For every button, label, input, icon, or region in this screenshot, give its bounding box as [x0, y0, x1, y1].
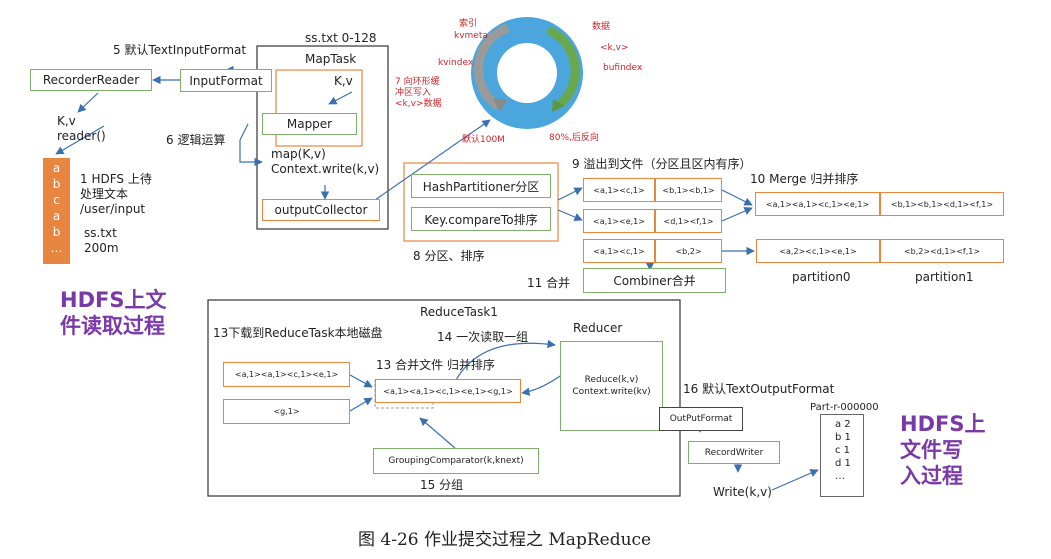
ring-index-label: 索引 — [459, 19, 478, 29]
logic-step-label: 6 逻辑运算 — [166, 133, 226, 147]
reducetask-frame — [207, 299, 681, 497]
step11-label: 11 合并 — [527, 276, 571, 290]
hdfs-column-cell: … — [50, 241, 63, 255]
maptask-label: MapTask — [305, 52, 357, 66]
partition0-label: partition0 — [792, 270, 851, 284]
spill-3a: <a,1><c,1> — [583, 239, 655, 263]
kv-reader-label: K,v reader() — [57, 114, 106, 143]
step15-label: 15 分组 — [420, 478, 464, 492]
step8-label: 8 分区、排序 — [413, 249, 485, 263]
file-info-label: ss.txt 200m — [84, 226, 119, 255]
merged-final-b: <b,2><d,1><f,1> — [880, 239, 1004, 263]
merged-final-a: <a,2><c,1><e,1> — [756, 239, 880, 263]
reverse80-label: 80%,后反向 — [549, 133, 599, 143]
reducer-box: Reduce(k,v) Context.write(kv) — [560, 341, 663, 431]
hdfs-column-cell: a — [52, 161, 61, 175]
hdfs-column-cell: a — [52, 209, 61, 223]
spill-1a: <a,1><c,1> — [583, 178, 655, 202]
merge-b: <b,1><b,1><d,1><f,1> — [880, 192, 1004, 216]
step5-label: 5 默认TextInputFormat — [113, 43, 247, 57]
recorder-reader-box: RecorderReader — [30, 69, 152, 91]
figure-caption: 图 4-26 作业提交过程之 MapReduce — [358, 530, 652, 550]
ring-kv-label: <k,v> — [600, 43, 629, 53]
hdfs-column-cell: c — [53, 193, 60, 207]
part-file-content: a 2 b 1 c 1 d 1 … — [820, 414, 864, 497]
step1-label: 1 HDFS 上待 处理文本 /user/input — [80, 172, 152, 216]
map-call-label: map(K,v) Context.write(k,v) — [271, 147, 380, 176]
hdfs-read-title: HDFS上文 件读取过程 — [60, 288, 167, 338]
step9-label: 9 溢出到文件（分区且区内有序） — [572, 157, 752, 171]
ring-kvmeta-label: kvmeta — [454, 31, 488, 41]
reduce-input-2: <g,1> — [223, 399, 350, 424]
spill-1b: <b,1><b,1> — [655, 178, 722, 202]
grouping-comparator-box: GroupingComparator(k,knext) — [373, 448, 539, 474]
mapper-box: Mapper — [262, 113, 357, 135]
ring-kvindex-label: kvindex — [438, 58, 474, 68]
reducetask-label: ReduceTask1 — [420, 305, 498, 319]
combiner-box: Combiner合并 — [583, 268, 726, 293]
hash-partitioner-box: HashPartitioner分区 — [411, 174, 551, 198]
maptask-inner-frame — [275, 69, 363, 147]
spill-2b: <d,1><f,1> — [655, 209, 722, 233]
partition1-label: partition1 — [915, 270, 974, 284]
ring-bufindex-label: bufindex — [603, 63, 643, 73]
reduce-merged: <a,1><a,1><c,1><e,1><g,1> — [375, 379, 521, 403]
reduce-input-1: <a,1><a,1><c,1><e,1> — [223, 362, 350, 387]
ring-buffer — [471, 17, 583, 129]
kv-label: K,v — [334, 74, 353, 88]
step13-merge-label: 13 合并文件 归并排序 — [376, 358, 495, 372]
step16-label: 16 默认TextOutputFormat — [683, 382, 835, 396]
hdfs-column-cell: b — [52, 177, 61, 191]
spill-3b: <b,2> — [655, 239, 722, 263]
output-format-box: OutPutFormat — [659, 407, 743, 431]
ring-data-label: 数据 — [592, 22, 611, 32]
key-compare-box: Key.compareTo排序 — [411, 207, 551, 231]
spill-2a: <a,1><e,1> — [583, 209, 655, 233]
step13-download-label: 13下载到ReduceTask本地磁盘 — [213, 326, 383, 340]
step10-label: 10 Merge 归并排序 — [750, 172, 859, 186]
hdfs-column-cell: b — [52, 225, 61, 239]
maptask-frame — [256, 45, 389, 230]
step14-label: 14 一次读取一组 — [437, 330, 529, 344]
part-file-label: Part-r-000000 — [810, 402, 879, 413]
default-100m-label: 默认100M — [462, 135, 505, 145]
reducer-label: Reducer — [573, 321, 623, 335]
file-range-label: ss.txt 0-128 — [305, 31, 377, 45]
merge-a: <a,1><a,1><c,1><e,1> — [755, 192, 880, 216]
hdfs-write-title: HDFS上 文件写 入过程 — [900, 412, 986, 488]
output-collector-box: outputCollector — [262, 199, 380, 221]
write-kv-label: Write(k,v) — [713, 485, 772, 499]
record-writer-box: RecordWriter — [688, 441, 780, 464]
input-format-box: InputFormat — [180, 69, 272, 92]
step7-label: 7 向环形缓 冲区写入 <k,v>数据 — [395, 77, 442, 109]
